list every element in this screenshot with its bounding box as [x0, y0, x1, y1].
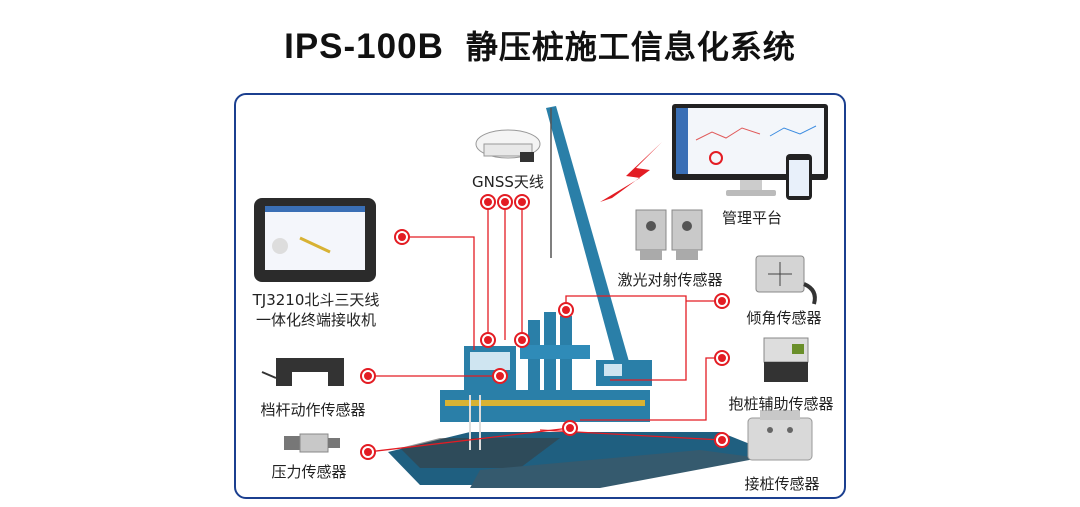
label-splice: 接桩传感器	[744, 475, 820, 493]
marker-dot-lever	[362, 370, 374, 382]
marker-dot-lever-machine	[494, 370, 506, 382]
label-laser: 激光对射传感器	[617, 271, 723, 289]
marker-dot-base	[564, 422, 576, 434]
marker-dot-machine-col	[516, 334, 528, 346]
marker-dot-splice	[716, 434, 728, 446]
laser-sensor-icon	[635, 209, 703, 260]
clamp-sensor-icon	[763, 337, 809, 382]
label-pressure: 压力传感器	[271, 463, 347, 481]
label-platform: 管理平台	[721, 209, 782, 227]
title-name: 静压桩施工信息化系统	[465, 28, 796, 66]
lightning-signal-icon	[600, 142, 662, 202]
title-model: IPS-100B	[284, 27, 444, 66]
label-terminal-line2: 一体化终端接收机	[255, 311, 376, 329]
pressure-sensor-icon	[284, 433, 340, 453]
marker-dot-terminal	[396, 231, 408, 243]
label-clamp: 抱桩辅助传感器	[728, 395, 834, 413]
marker-dot-machine-top	[560, 304, 572, 316]
marker-dot-gnss-3	[516, 196, 528, 208]
splice-sensor-icon	[747, 410, 813, 461]
marker-dot-machine-cab	[482, 334, 494, 346]
page-title: IPS-100B 静压桩施工信息化系统	[0, 22, 1080, 68]
marker-dot-tilt	[716, 295, 728, 307]
label-tilt: 倾角传感器	[746, 309, 822, 327]
label-lever: 档杆动作传感器	[260, 401, 366, 419]
tablet-terminal-icon	[254, 198, 376, 282]
marker-dot-gnss-1	[482, 196, 494, 208]
phone-icon	[786, 154, 812, 200]
gnss-antenna-icon	[475, 129, 541, 162]
marker-dot-clamp	[716, 352, 728, 364]
lever-sensor-icon	[261, 358, 344, 386]
label-gnss: GNSS天线	[472, 173, 544, 191]
marker-dot-gnss-2	[499, 196, 511, 208]
pile-driver-icon	[388, 106, 770, 488]
label-terminal-line1: TJ3210北斗三天线	[252, 291, 380, 309]
tilt-sensor-icon	[755, 255, 817, 305]
marker-dot-pressure	[362, 446, 374, 458]
